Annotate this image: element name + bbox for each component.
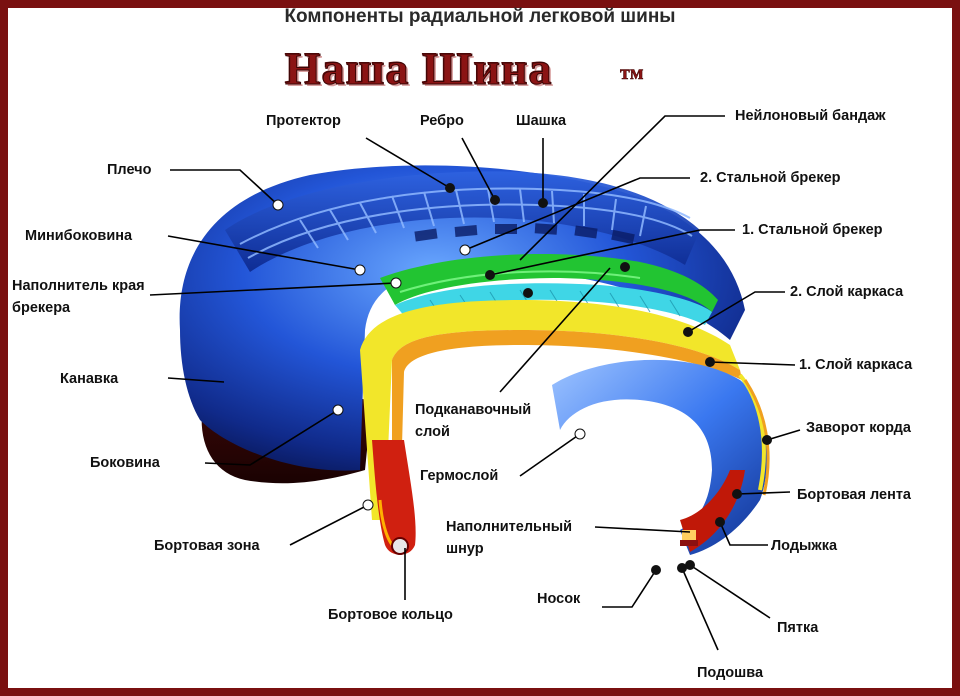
- left-bead: [372, 440, 416, 555]
- brand-logo: Наша Шина: [285, 43, 553, 95]
- carcass-yellow: [360, 300, 740, 520]
- label-bead-zone: Бортовая зона: [154, 538, 260, 554]
- steel-breaker-green: [380, 254, 718, 312]
- label-subgroove-layer: Подканавочный слой: [415, 399, 531, 443]
- label-groove: Канавка: [60, 371, 119, 387]
- tread-blocks: [414, 223, 635, 245]
- label-filler-cord: Наполнительный шнур: [446, 516, 572, 560]
- label-carcass-ply-2: 2. Слой каркаса: [790, 284, 904, 300]
- label-bead-ring: Бортовое кольцо: [328, 607, 453, 623]
- label-steel-breaker-1: 1. Стальной брекер: [742, 222, 883, 238]
- label-steel-breaker-2: 2. Стальной брекер: [700, 170, 841, 186]
- label-bead-tape: Бортовая лента: [797, 487, 911, 503]
- label-ankle: Лодыжка: [771, 538, 838, 554]
- label-rib: Ребро: [420, 113, 464, 129]
- right-bead: [680, 470, 745, 552]
- label-sole: Подошва: [697, 665, 764, 681]
- label-breaker-edge-filler-line1: Наполнитель края: [12, 278, 145, 294]
- tread-grooves: [239, 187, 693, 259]
- label-nylon-band: Нейлоновый бандаж: [735, 108, 886, 124]
- label-subgroove-line1: Подканавочный: [415, 402, 532, 418]
- label-carcass-ply-1: 1. Слой каркаса: [799, 357, 913, 373]
- label-filler-cord-line2: шнур: [446, 541, 484, 557]
- label-inner-liner: Гермослой: [420, 468, 499, 484]
- label-subgroove-line2: слой: [415, 424, 450, 440]
- label-cord-turnup: Заворот корда: [806, 420, 911, 436]
- label-sidewall: Боковина: [90, 455, 160, 471]
- right-tire-section: [552, 359, 768, 555]
- leader-lines: [149, 115, 801, 651]
- label-block: Шашка: [516, 113, 567, 129]
- label-filler-cord-line1: Наполнительный: [446, 519, 573, 535]
- right-bead-cords: [680, 530, 698, 546]
- leader-dots: [272, 183, 772, 575]
- label-shoulder: Плечо: [107, 162, 152, 178]
- label-heel: Пятка: [777, 620, 819, 636]
- diagram-title: Компоненты радиальной легковой шины: [284, 6, 676, 27]
- tread-band: [225, 171, 700, 272]
- brand-trademark: тм: [620, 62, 644, 85]
- tire-body: [179, 165, 745, 471]
- steel-breaker-cyan: [395, 283, 712, 325]
- label-toe: Носок: [537, 591, 581, 607]
- label-breaker-edge-filler-line2: брекера: [12, 300, 71, 316]
- label-protector: Протектор: [266, 113, 341, 129]
- label-mini-sidewall: Минибоковина: [25, 228, 133, 244]
- label-breaker-edge-filler: Наполнитель края брекера: [12, 275, 145, 319]
